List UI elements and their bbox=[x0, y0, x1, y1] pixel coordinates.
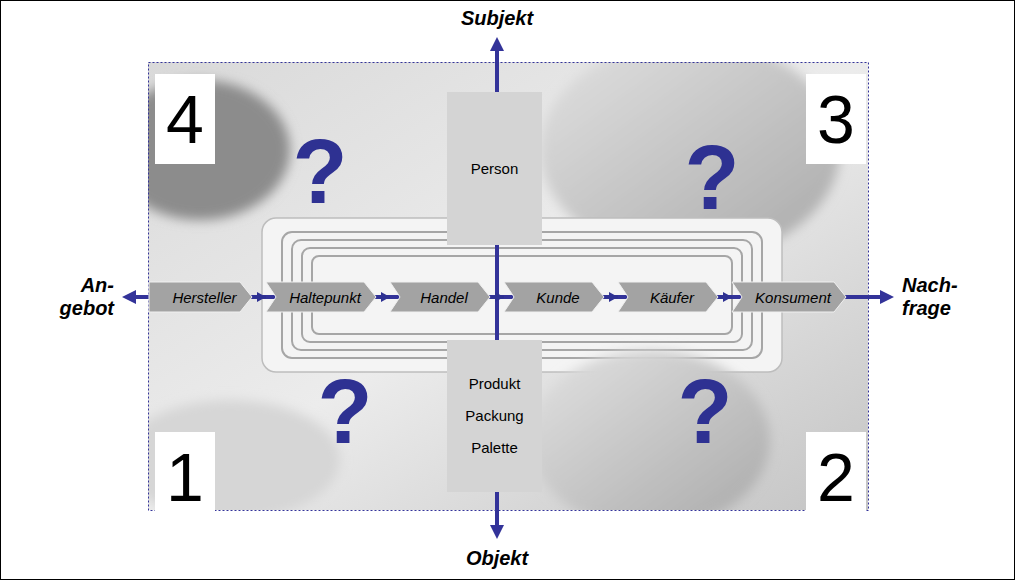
node-text: Käufer bbox=[642, 289, 694, 306]
quadrant-number-text: 2 bbox=[817, 443, 855, 511]
axis-arrowhead bbox=[490, 37, 504, 51]
node-text: Hersteller bbox=[164, 289, 236, 306]
quadrant-number-text: 3 bbox=[817, 85, 855, 153]
question-mark: ? bbox=[685, 133, 740, 223]
chain-arrow bbox=[604, 296, 618, 299]
chain-step: Kunde bbox=[504, 282, 604, 312]
subject-box: Person bbox=[447, 92, 542, 245]
chain-step: Käufer bbox=[618, 282, 718, 312]
chain-step: Handel bbox=[390, 282, 490, 312]
axis-arrowhead bbox=[880, 290, 894, 304]
axes bbox=[122, 37, 894, 539]
quadrant-number-text: 1 bbox=[166, 443, 204, 511]
chain-arrow bbox=[718, 296, 732, 299]
axis-label: Objekt bbox=[466, 547, 528, 570]
photo bbox=[148, 62, 868, 510]
chevron-outline bbox=[618, 282, 718, 312]
quadrant-number: 4 bbox=[155, 74, 215, 164]
finger-bottom bbox=[530, 350, 770, 510]
node-text: Produkt bbox=[469, 375, 521, 393]
chain-arrow bbox=[376, 296, 390, 299]
dashed-frame bbox=[149, 63, 869, 511]
chevron-outline bbox=[504, 282, 604, 312]
chevron-outline bbox=[149, 282, 252, 312]
photo-shade bbox=[148, 400, 340, 510]
chevron-outline bbox=[390, 282, 490, 312]
node-text: Konsument bbox=[747, 289, 831, 306]
quadrant-number: 2 bbox=[806, 432, 866, 522]
question-mark: ? bbox=[293, 127, 348, 217]
axis-label: Subjekt bbox=[461, 7, 533, 30]
node-text: Haltepunkt bbox=[281, 289, 361, 306]
node-text: Palette bbox=[471, 439, 518, 457]
chain-step: Konsument bbox=[732, 282, 846, 312]
axis-arrowhead bbox=[122, 290, 136, 304]
chain-arrow bbox=[490, 296, 504, 299]
axis-label: An- gebot bbox=[60, 274, 114, 320]
chevron-outline bbox=[732, 282, 846, 312]
chain-arrow bbox=[252, 296, 266, 299]
chain-step: Haltepunkt bbox=[266, 282, 376, 312]
question-mark: ? bbox=[318, 367, 373, 457]
object-box: ProduktPackungPalette bbox=[447, 340, 542, 492]
node-text: Handel bbox=[412, 289, 468, 306]
axis-label: Nach- frage bbox=[902, 274, 958, 320]
axis-arrowhead bbox=[490, 525, 504, 539]
node-text: Kunde bbox=[528, 289, 579, 306]
finger-shadow bbox=[148, 80, 290, 220]
chevron-outline bbox=[266, 282, 376, 312]
question-mark: ? bbox=[678, 367, 733, 457]
chain-step: Hersteller bbox=[149, 282, 252, 312]
quadrant-number: 3 bbox=[806, 74, 866, 164]
quadrant-number: 1 bbox=[155, 432, 215, 522]
node-text: Person bbox=[471, 160, 519, 178]
quadrant-number-text: 4 bbox=[166, 85, 204, 153]
node-text: Packung bbox=[465, 407, 523, 425]
